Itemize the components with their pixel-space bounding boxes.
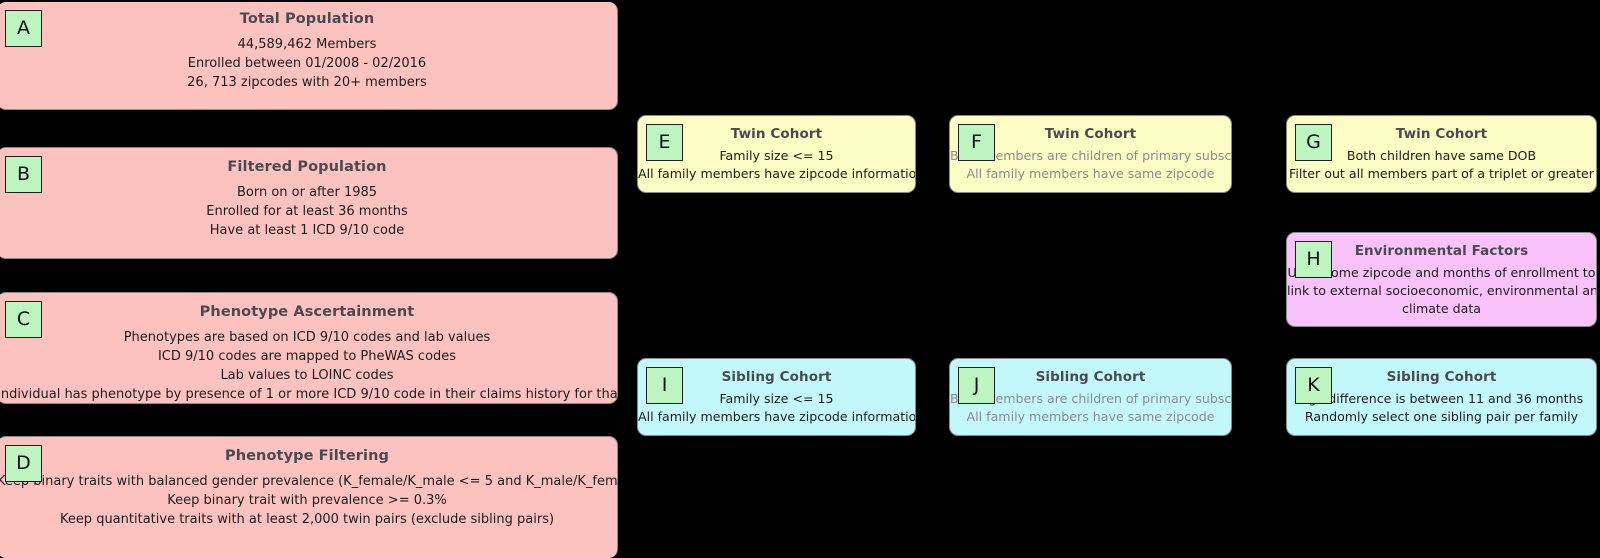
node-sibling-cohort-j[interactable]: J Sibling Cohort Both members are childr… [949,358,1232,436]
node-line: ICD 9/10 codes are mapped to PheWAS code… [157,348,457,364]
node-body-c: Phenotype Ascertainment Phenotypes are b… [0,293,618,403]
node-line: Family size <= 15 [719,148,834,163]
node-phenotype-ascertainment[interactable]: C Phenotype Ascertainment Phenotypes are… [0,292,618,404]
node-lines-k: Age difference is between 11 and 36 mont… [1287,390,1596,426]
node-lines-e: Family size <= 15 All family members have… [638,147,915,183]
node-lines-d: Keep binary traits with balanced gender … [0,473,617,530]
node-title-c: Phenotype Ascertainment [199,304,415,320]
node-sibling-cohort-i[interactable]: I Sibling Cohort Family size <= 15 All fa… [637,358,916,436]
node-badge-b: B [5,156,42,193]
node-line: Both children have same DOB [1346,148,1537,163]
node-filtered-population[interactable]: B Filtered Population Born on or after 1… [0,147,618,259]
node-line: Used home zipcode and months of enrollme… [1287,265,1596,280]
node-title-f: Twin Cohort [1044,126,1137,142]
node-line: climate data [1402,300,1481,316]
node-badge-g: G [1295,124,1332,161]
node-body-j: Sibling Cohort Both members are children… [950,359,1231,426]
node-body-h: Environmental Factors Used home zipcode … [1287,233,1596,318]
node-line: Both members are children of primary sub… [950,148,1232,163]
node-body-d: Phenotype Filtering Keep binary traits w… [0,437,617,530]
node-twin-cohort-e[interactable]: E Twin Cohort Family size <= 15 All famil… [637,115,916,193]
node-line: All family members have same zipcode [966,408,1215,424]
node-body-k: Sibling Cohort Age difference is between… [1287,359,1596,426]
node-title-k: Sibling Cohort [1386,369,1497,385]
node-body-i: Sibling Cohort Family size <= 15 All fami… [638,359,915,426]
node-title-g: Twin Cohort [1395,126,1488,142]
node-badge-c: C [5,301,42,338]
node-badge-i: I [646,367,683,404]
node-title-i: Sibling Cohort [721,369,832,385]
node-badge-h: H [1295,241,1332,278]
node-title-h: Environmental Factors [1354,243,1529,259]
node-body-g: Twin Cohort Both children have same DOB F… [1287,116,1596,183]
node-line: All family members have zipcode informat… [638,165,916,181]
node-line: Phenotypes are based on ICD 9/10 codes a… [123,330,491,345]
node-line: Born on or after 1985 [236,185,378,200]
node-line: Keep quantitative traits with at least 2… [59,511,555,527]
node-badge-f: F [958,124,995,161]
node-line: 26, 713 zipcodes with 20+ members [187,74,427,90]
node-line: Age difference is between 11 and 36 mont… [1299,391,1584,406]
node-line: Randomly select one sibling pair per fam… [1304,408,1579,424]
node-badge-e: E [646,124,683,161]
node-body-f: Twin Cohort Both members are children of… [950,116,1231,183]
node-lines-i: Family size <= 15 All family members have… [638,390,915,426]
node-badge-j: J [958,367,995,404]
node-body-e: Twin Cohort Family size <= 15 All family … [638,116,915,183]
node-line: Filter out all members part of a triplet… [1289,165,1594,181]
node-line: Enrolled between 01/2008 - 02/2016 [187,55,427,71]
node-phenotype-filtering[interactable]: D Phenotype Filtering Keep binary traits… [0,436,618,558]
node-line: Enrolled for at least 36 months [206,203,408,219]
node-title-e: Twin Cohort [730,126,823,142]
node-body-b: Filtered Population Born on or after 198… [0,148,617,241]
node-title-b: Filtered Population [227,159,387,175]
node-title-a: Total Population [239,11,375,27]
node-line: Individual has phenotype by presence of … [0,386,618,402]
node-lines-c: Phenotypes are based on ICD 9/10 codes a… [0,329,618,403]
node-badge-a: A [5,10,42,47]
node-lines-g: Both children have same DOB Filter out al… [1287,147,1596,183]
node-line: Both members are children of primary sub… [950,391,1232,406]
node-line: Family size <= 15 [719,391,834,406]
node-lines-f: Both members are children of primary sub… [950,147,1231,183]
node-line: Keep binary trait with prevalence >= 0.3… [167,492,447,508]
node-line: 44,589,462 Members [237,37,377,52]
node-badge-d: D [5,445,42,482]
node-title-d: Phenotype Filtering [224,448,390,464]
node-twin-cohort-f[interactable]: F Twin Cohort Both members are children … [949,115,1232,193]
node-badge-k: K [1295,367,1332,404]
node-title-j: Sibling Cohort [1035,369,1146,385]
node-twin-cohort-g[interactable]: G Twin Cohort Both children have same DO… [1286,115,1597,193]
node-environmental-factors[interactable]: H Environmental Factors Used home zipcod… [1286,232,1597,327]
node-line: All family members have zipcode informat… [638,408,916,424]
node-line: Have at least 1 ICD 9/10 code [209,222,405,238]
node-sibling-cohort-k[interactable]: K Sibling Cohort Age difference is betwe… [1286,358,1597,436]
node-line: Keep binary traits with balanced gender … [0,474,618,489]
node-lines-h: Used home zipcode and months of enrollme… [1287,264,1596,318]
node-line: All family members have same zipcode [966,165,1215,181]
node-line: link to external socioeconomic, environm… [1287,282,1597,298]
node-lines-j: Both members are children of primary sub… [950,390,1231,426]
node-line: Lab values to LOINC codes [220,367,394,383]
